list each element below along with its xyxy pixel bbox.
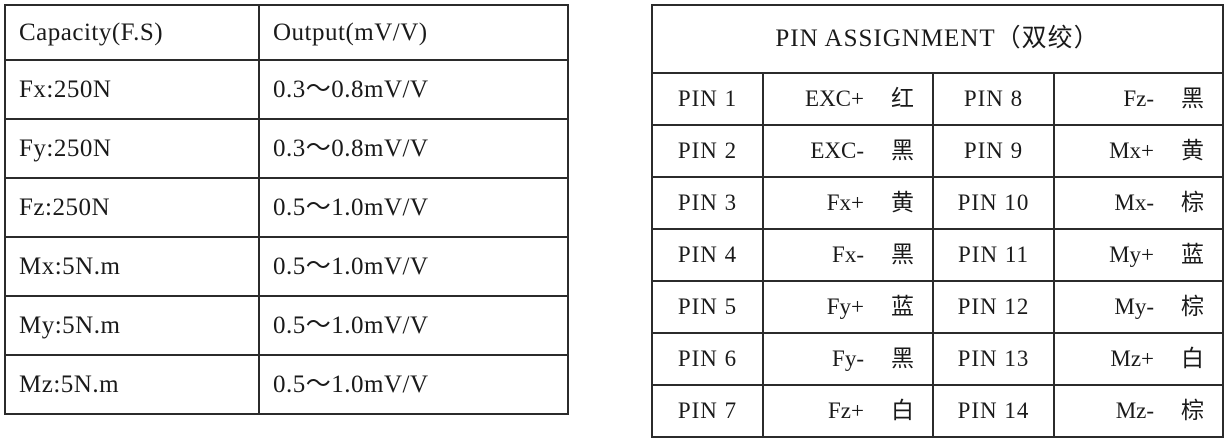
pin-signal-cell: EXC- 黑 (762, 124, 934, 178)
pin-signal-cell: My+ 蓝 (1052, 228, 1225, 282)
pin-signal-cell: Fy- 黑 (762, 332, 934, 386)
table-row: Fx:250N 0.3～0.8mV/V (4, 59, 569, 120)
wire-color: 棕 (1181, 190, 1205, 215)
pin-signal-cell: Fx+ 黄 (762, 176, 934, 230)
wire-color: 黑 (891, 138, 914, 163)
wire-color: 黄 (891, 190, 914, 215)
signal-name: Fy- (832, 346, 864, 371)
pin-number-cell: PIN 4 (651, 228, 764, 282)
table-row: PIN 3 Fx+ 黄 PIN 10 Mx- 棕 (651, 176, 1225, 230)
wire-color: 白 (891, 398, 914, 423)
wire-color: 红 (891, 86, 914, 111)
pin-number-cell: PIN 6 (651, 332, 764, 386)
pin-number-cell: PIN 5 (651, 280, 764, 334)
pin-number-cell: PIN 2 (651, 124, 764, 178)
pin-number-cell: PIN 14 (932, 384, 1055, 438)
capacity-param-cell: Mx:5N.m (4, 236, 260, 297)
pin-signal-cell: EXC+ 红 (762, 72, 934, 126)
output-column-header: Output(mV/V) (258, 4, 569, 61)
capacity-output-table: Capacity(F.S) Output(mV/V) Fx:250N 0.3～0… (4, 4, 569, 415)
table-row: PIN 6 Fy- 黑 PIN 13 Mz+ 白 (651, 332, 1225, 386)
signal-name: Fy+ (826, 294, 864, 319)
capacity-output-cell: 0.5～1.0mV/V (258, 295, 569, 356)
signal-name: Mz+ (1110, 346, 1155, 371)
table-row: PIN 5 Fy+ 蓝 PIN 12 My- 棕 (651, 280, 1225, 334)
signal-name: Fx- (832, 242, 864, 267)
pin-number-cell: PIN 10 (932, 176, 1055, 230)
pin-table-title-row: PIN ASSIGNMENT（双绞） (650, 4, 1225, 74)
signal-name: Fz- (1123, 86, 1155, 111)
pin-signal-cell: Mx+ 黄 (1052, 124, 1225, 178)
wire-color: 棕 (1181, 294, 1205, 319)
pin-assignment-table: PIN ASSIGNMENT（双绞） PIN 1 EXC+ 红 PIN 8 Fz-… (650, 4, 1225, 438)
signal-name: Mx- (1114, 190, 1155, 215)
table-row: PIN 2 EXC- 黑 PIN 9 Mx+ 黄 (651, 124, 1225, 178)
pin-number-cell: PIN 7 (651, 384, 764, 438)
wire-color: 黑 (891, 346, 914, 371)
pin-signal-cell: Fx- 黑 (762, 228, 934, 282)
table-row: PIN 1 EXC+ 红 PIN 8 Fz- 黑 (651, 72, 1225, 126)
table-row: PIN 4 Fx- 黑 PIN 11 My+ 蓝 (651, 228, 1225, 282)
capacity-param-cell: Fx:250N (4, 59, 260, 120)
table-row: My:5N.m 0.5～1.0mV/V (4, 295, 569, 356)
capacity-output-cell: 0.3～0.8mV/V (258, 59, 569, 120)
capacity-output-cell: 0.5～1.0mV/V (258, 354, 569, 415)
pin-number-cell: PIN 8 (932, 72, 1055, 126)
capacity-output-cell: 0.3～0.8mV/V (258, 118, 569, 179)
specification-sheet: Capacity(F.S) Output(mV/V) Fx:250N 0.3～0… (4, 4, 1225, 438)
pin-number-cell: PIN 9 (932, 124, 1055, 178)
capacity-output-cell: 0.5～1.0mV/V (258, 177, 569, 238)
wire-color: 黑 (891, 242, 914, 267)
wire-color: 黄 (1181, 138, 1205, 163)
signal-name: Mx+ (1109, 138, 1155, 163)
signal-name: My- (1114, 294, 1155, 319)
table-row: Mz:5N.m 0.5～1.0mV/V (4, 354, 569, 415)
capacity-param-cell: Fz:250N (4, 177, 260, 238)
pin-number-cell: PIN 3 (651, 176, 764, 230)
pin-signal-cell: Fz+ 白 (762, 384, 934, 438)
signal-name: Fz+ (828, 398, 864, 423)
signal-name: EXC+ (805, 86, 864, 111)
pin-number-cell: PIN 12 (932, 280, 1055, 334)
signal-name: My+ (1109, 242, 1155, 267)
pin-signal-cell: Mz- 棕 (1052, 384, 1225, 438)
table-row: Fy:250N 0.3～0.8mV/V (4, 118, 569, 179)
wire-color: 蓝 (891, 294, 914, 319)
signal-name: Mz- (1115, 398, 1155, 423)
wire-color: 棕 (1181, 398, 1205, 423)
wire-color: 蓝 (1181, 242, 1205, 267)
pin-assignment-title: PIN ASSIGNMENT（双绞） (650, 4, 1225, 74)
wire-color: 黑 (1181, 86, 1205, 111)
pin-number-cell: PIN 11 (932, 228, 1055, 282)
table-row: PIN 7 Fz+ 白 PIN 14 Mz- 棕 (651, 384, 1225, 438)
capacity-param-cell: My:5N.m (4, 295, 260, 356)
signal-name: Fx+ (826, 190, 864, 215)
wire-color: 白 (1181, 346, 1205, 371)
capacity-param-cell: Mz:5N.m (4, 354, 260, 415)
capacity-column-header: Capacity(F.S) (4, 4, 260, 61)
pin-signal-cell: Fz- 黑 (1052, 72, 1225, 126)
capacity-output-cell: 0.5～1.0mV/V (258, 236, 569, 297)
table-row: Mx:5N.m 0.5～1.0mV/V (4, 236, 569, 297)
pin-number-cell: PIN 1 (651, 72, 764, 126)
capacity-param-cell: Fy:250N (4, 118, 260, 179)
signal-name: EXC- (810, 138, 864, 163)
pin-signal-cell: Fy+ 蓝 (762, 280, 934, 334)
table-header-row: Capacity(F.S) Output(mV/V) (4, 4, 569, 61)
pin-signal-cell: My- 棕 (1052, 280, 1225, 334)
pin-signal-cell: Mx- 棕 (1052, 176, 1225, 230)
pin-signal-cell: Mz+ 白 (1052, 332, 1225, 386)
pin-number-cell: PIN 13 (932, 332, 1055, 386)
table-row: Fz:250N 0.5～1.0mV/V (4, 177, 569, 238)
